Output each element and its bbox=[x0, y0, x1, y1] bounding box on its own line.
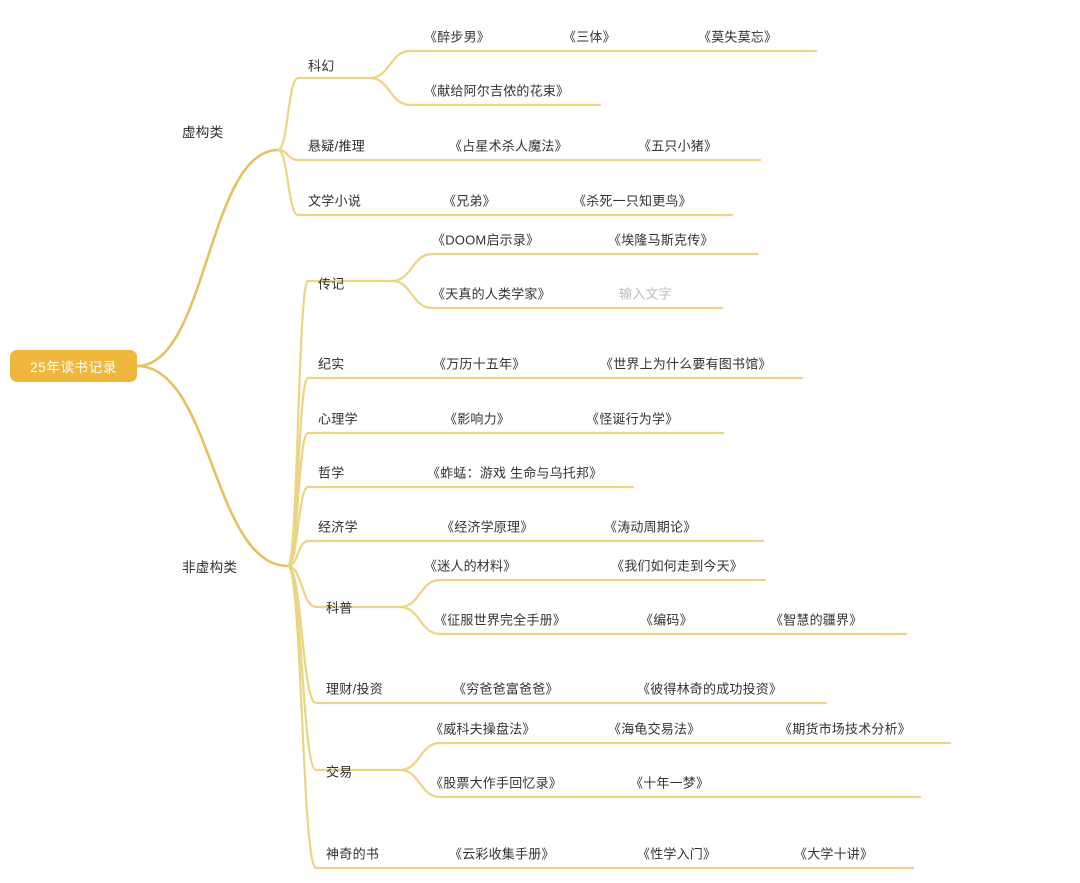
leaf-title-11-0-2[interactable]: 《大学十讲》 bbox=[794, 846, 874, 862]
branch-label-1[interactable]: 非虚构类 bbox=[182, 560, 238, 575]
leaf-title-8-1-1[interactable]: 《编码》 bbox=[640, 612, 693, 628]
category-label-11[interactable]: 神奇的书 bbox=[326, 846, 380, 862]
leaf-title-8-0-1[interactable]: 《我们如何走到今天》 bbox=[611, 558, 744, 574]
category-label-2[interactable]: 文学小说 bbox=[308, 193, 362, 209]
category-label-10[interactable]: 交易 bbox=[326, 764, 353, 780]
leaf-title-4-0-0[interactable]: 《万历十五年》 bbox=[433, 356, 526, 372]
category-label-9[interactable]: 理财/投资 bbox=[326, 681, 384, 697]
branch-label-0[interactable]: 虚构类 bbox=[182, 125, 224, 140]
leaf-title-8-1-2[interactable]: 《智慧的疆界》 bbox=[770, 612, 863, 628]
leaf-title-3-1-0[interactable]: 《天真的人类学家》 bbox=[432, 286, 551, 302]
leaf-title-10-0-2[interactable]: 《期货市场技术分析》 bbox=[779, 721, 912, 737]
leaf-title-8-1-0[interactable]: 《征服世界完全手册》 bbox=[434, 612, 567, 628]
leaf-title-9-0-1[interactable]: 《彼得林奇的成功投资》 bbox=[637, 681, 783, 697]
leaf-title-3-1-1[interactable]: 输入文字 bbox=[619, 286, 672, 302]
leaf-title-8-0-0[interactable]: 《迷人的材料》 bbox=[424, 558, 517, 574]
category-label-0[interactable]: 科幻 bbox=[308, 58, 335, 74]
category-label-7[interactable]: 经济学 bbox=[318, 519, 358, 535]
category-label-4[interactable]: 纪实 bbox=[318, 356, 345, 372]
leaf-title-6-0-0[interactable]: 《蚱蜢：游戏 生命与乌托邦》 bbox=[427, 465, 603, 481]
leaf-title-11-0-0[interactable]: 《云彩收集手册》 bbox=[449, 846, 555, 862]
leaf-title-7-0-0[interactable]: 《经济学原理》 bbox=[441, 519, 534, 535]
leaf-title-5-0-0[interactable]: 《影响力》 bbox=[444, 411, 511, 427]
root-node[interactable]: 25年读书记录 bbox=[10, 350, 137, 382]
category-label-1[interactable]: 悬疑/推理 bbox=[308, 138, 366, 154]
leaf-title-3-0-0[interactable]: 《DOOM启示录》 bbox=[432, 232, 540, 248]
leaf-title-0-0-1[interactable]: 《三体》 bbox=[563, 29, 616, 45]
leaf-title-0-0-0[interactable]: 《醉步男》 bbox=[424, 29, 491, 45]
category-label-3[interactable]: 传记 bbox=[318, 276, 345, 292]
leaf-title-2-0-0[interactable]: 《兄弟》 bbox=[443, 193, 496, 209]
leaf-title-5-0-1[interactable]: 《怪诞行为学》 bbox=[586, 411, 679, 427]
root-node-label: 25年读书记录 bbox=[30, 360, 117, 375]
leaf-title-4-0-1[interactable]: 《世界上为什么要有图书馆》 bbox=[600, 356, 772, 372]
category-label-5[interactable]: 心理学 bbox=[318, 411, 358, 427]
category-label-8[interactable]: 科普 bbox=[326, 600, 353, 616]
leaf-title-11-0-1[interactable]: 《性学入门》 bbox=[637, 846, 717, 862]
leaf-title-1-0-0[interactable]: 《占星术杀人魔法》 bbox=[449, 138, 568, 154]
leaf-title-9-0-0[interactable]: 《穷爸爸富爸爸》 bbox=[453, 681, 559, 697]
leaf-title-10-0-0[interactable]: 《威科夫操盘法》 bbox=[430, 721, 536, 737]
category-label-6[interactable]: 哲学 bbox=[318, 465, 345, 481]
leaf-title-0-0-2[interactable]: 《莫失莫忘》 bbox=[698, 29, 778, 45]
leaf-title-0-1-0[interactable]: 《献给阿尔吉侬的花束》 bbox=[424, 83, 570, 99]
leaf-title-10-0-1[interactable]: 《海龟交易法》 bbox=[608, 721, 701, 737]
leaf-title-3-0-1[interactable]: 《埃隆马斯克传》 bbox=[608, 232, 714, 248]
leaf-title-2-0-1[interactable]: 《杀死一只知更鸟》 bbox=[573, 193, 692, 209]
leaf-title-7-0-1[interactable]: 《涛动周期论》 bbox=[604, 519, 697, 535]
leaf-title-10-1-1[interactable]: 《十年一梦》 bbox=[630, 775, 710, 791]
leaf-title-1-0-1[interactable]: 《五只小猪》 bbox=[638, 138, 718, 154]
leaf-title-10-1-0[interactable]: 《股票大作手回忆录》 bbox=[430, 775, 563, 791]
